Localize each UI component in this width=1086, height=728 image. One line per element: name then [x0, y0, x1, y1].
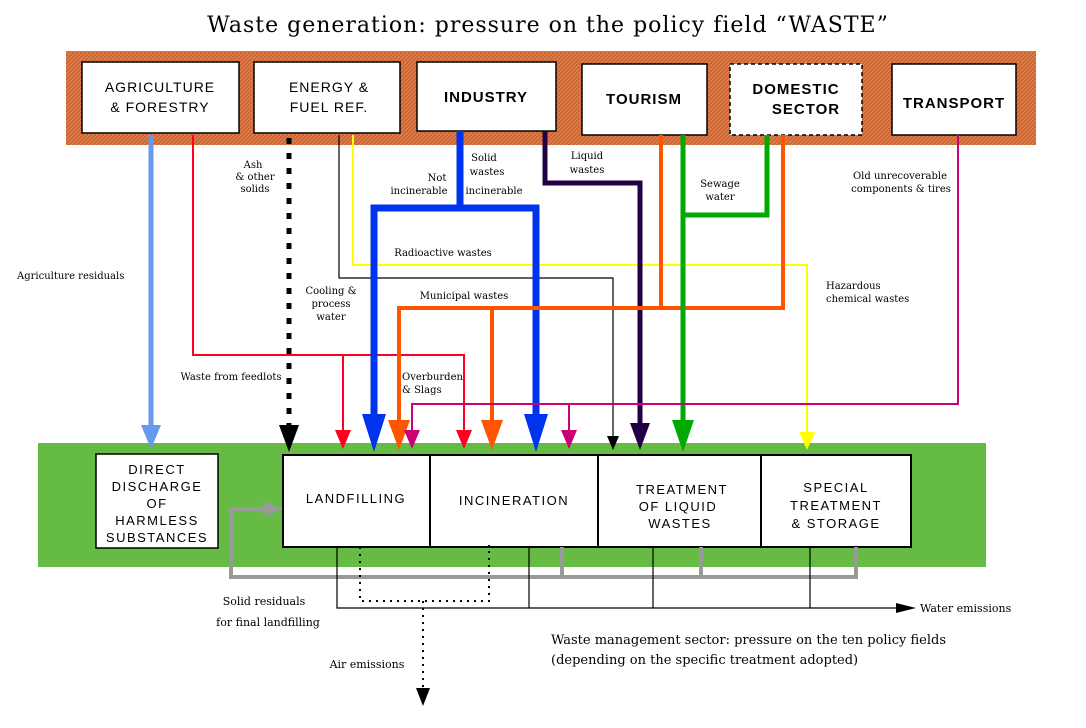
arrow-sewage-liquid [672, 420, 694, 452]
arrow-municipal-landfill [388, 420, 410, 450]
source-tourism: TOURISM [581, 63, 708, 136]
source-energy: ENERGY & FUEL REF. [253, 61, 401, 134]
arrow-air-emissions [416, 688, 430, 706]
label-radioactive: Radioactive wastes [394, 248, 492, 259]
destination-direct-discharge: DIRECT DISCHARGE OF HARMLESS SUBSTANCES [95, 453, 219, 549]
label-liquid-wastes-1: Liquid [571, 151, 604, 162]
label-feedlots: Waste from feedlots [180, 372, 281, 383]
flow-air-emissions [359, 545, 490, 690]
source-label: TRANSPORT [903, 95, 1005, 112]
label-not-incinerable-1: Not [428, 173, 447, 184]
arrow-hazardous-incineration [561, 430, 577, 449]
svg-text:WASTES: WASTES [648, 516, 711, 531]
flow-radioactive [352, 135, 808, 438]
label-solid-residuals-1: Solid residuals [223, 595, 306, 608]
destination-treatment-row [282, 454, 912, 548]
label-ash-1: Ash [243, 160, 263, 171]
flow-cooling-water [338, 135, 614, 440]
label-not-incinerable-2: incinerable [390, 186, 447, 197]
destination-label: HARMLESS [115, 513, 199, 528]
flow-sewage-water [680, 135, 770, 425]
destination-label: OF [146, 496, 167, 511]
label-old-unrecoverable-2: components & tires [851, 184, 951, 195]
arrow-ash-landfill [279, 425, 299, 452]
source-label: & FORESTRY [110, 99, 209, 115]
svg-text:& STORAGE: & STORAGE [791, 516, 880, 531]
arrow-water-emissions [896, 603, 916, 613]
flow-water-emissions [336, 547, 898, 609]
label-sewage-1: Sewage [700, 179, 740, 190]
arrow-municipal-incineration [481, 420, 503, 450]
svg-text:OF LIQUID: OF LIQUID [639, 499, 718, 514]
source-label: ENERGY & [289, 79, 369, 95]
arrow-cooling-liquid [607, 436, 619, 450]
label-cooling-3: water [316, 312, 345, 323]
management-note-line2: (depending on the specific treatment ado… [551, 653, 858, 668]
label-cooling-1: Cooling & [305, 286, 356, 297]
arrow-hazardous-landfill [404, 430, 420, 449]
label-overburden-1: Overburden [402, 372, 463, 383]
destination-liquid-wastes: TREATMENT OF LIQUID WASTES [636, 482, 728, 531]
label-cooling-2: process [312, 299, 351, 310]
label-overburden-2: & Slags [402, 385, 442, 396]
flow-hazardous-chemical [411, 135, 959, 435]
label-sewage-2: water [705, 192, 734, 203]
arrow-radioactive-special [799, 432, 815, 450]
label-agriculture-residuals: Agriculture residuals [16, 271, 124, 282]
arrow-not-incinerable-landfill [362, 414, 386, 452]
diagram-title: Waste generation: pressure on the policy… [207, 13, 889, 38]
destination-incineration: INCINERATION [459, 493, 569, 508]
flow-municipal-wastes [397, 135, 785, 425]
source-agriculture: AGRICULTURE & FORESTRY [81, 61, 240, 134]
destination-landfilling: LANDFILLING [306, 491, 406, 506]
flow-solid-residuals [229, 507, 858, 579]
source-industry: INDUSTRY [416, 61, 557, 132]
label-ash-3: solids [240, 184, 269, 195]
source-label: TOURISM [606, 91, 682, 108]
source-domestic: DOMESTIC SECTOR [729, 63, 863, 136]
destination-label: DIRECT [128, 462, 185, 477]
label-incinerable: incinerable [465, 186, 522, 197]
label-liquid-wastes-2: wastes [570, 165, 605, 176]
destination-label: SUBSTANCES [106, 530, 208, 545]
arrow-incinerable-incineration [524, 414, 548, 452]
arrow-liquid-treatment [630, 423, 650, 450]
label-solid-wastes-2: wastes [470, 167, 505, 178]
label-ash-2: & other [235, 172, 274, 183]
destination-label: DISCHARGE [112, 479, 203, 494]
label-solid-wastes-1: Solid [471, 153, 497, 164]
source-label: INDUSTRY [444, 89, 528, 106]
destination-special-treatment: SPECIAL TREATMENT & STORAGE [790, 480, 882, 531]
label-water-emissions: Water emissions [920, 602, 1012, 615]
label-hazardous-1: Hazardous [826, 281, 881, 292]
arrow-feedlots-landfill [335, 430, 351, 449]
svg-text:TREATMENT: TREATMENT [790, 498, 882, 513]
label-hazardous-2: chemical wastes [826, 294, 909, 305]
svg-text:SPECIAL: SPECIAL [803, 480, 868, 495]
flow-waste-from-feedlots [192, 135, 465, 435]
source-label: DOMESTIC [752, 81, 839, 98]
management-note-line1: Waste management sector: pressure on the… [551, 633, 946, 648]
svg-text:TREATMENT: TREATMENT [636, 482, 728, 497]
label-air-emissions: Air emissions [329, 658, 405, 671]
arrow-feedlots-incineration [456, 430, 472, 449]
label-municipal: Municipal wastes [420, 291, 509, 302]
flow-solid-wastes [370, 131, 540, 420]
flow-liquid-wastes [542, 131, 643, 428]
source-label: SECTOR [772, 101, 840, 118]
arrow-residuals-landfill [263, 501, 283, 517]
source-label: AGRICULTURE [105, 79, 215, 95]
source-label: FUEL REF. [290, 99, 369, 115]
source-transport: TRANSPORT [891, 63, 1017, 136]
flow-agriculture-residuals [141, 135, 161, 449]
label-old-unrecoverable-1: Old unrecoverable [853, 171, 947, 182]
label-solid-residuals-2: for final landfilling [216, 616, 320, 629]
